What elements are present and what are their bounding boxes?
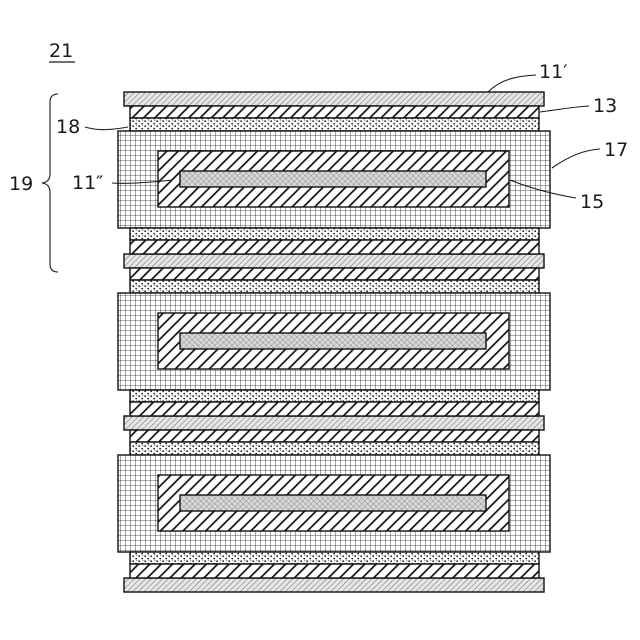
label-18: 18 <box>56 116 80 138</box>
layer-13-upper <box>130 106 539 118</box>
label-17: 17 <box>604 139 628 161</box>
layer-18-upper <box>130 118 539 131</box>
layer-13-lower <box>130 240 539 254</box>
foil-plate-11-prime <box>124 416 544 430</box>
foil-plate-11-prime <box>124 92 544 106</box>
label-11-prime: 11′ <box>539 61 568 83</box>
layer-18-lower <box>130 228 539 240</box>
layer-13-upper <box>130 430 539 442</box>
layer-18-upper <box>130 280 539 293</box>
stack-layers <box>118 92 550 592</box>
foil-11-double-prime <box>180 333 486 349</box>
label-15: 15 <box>580 191 604 213</box>
leader-18 <box>85 127 128 130</box>
layer-13-lower <box>130 402 539 416</box>
label-11-double-prime: 11″ <box>72 172 103 194</box>
layer-18-upper <box>130 442 539 455</box>
layer-18-lower <box>130 390 539 402</box>
layer-18-lower <box>130 552 539 564</box>
foil-11-double-prime <box>180 495 486 511</box>
label-19: 19 <box>9 173 33 195</box>
layer-13-lower <box>130 564 539 578</box>
leader-11-prime <box>488 75 536 92</box>
figure-number: 21 <box>49 40 73 62</box>
foil-plate-11-prime <box>124 254 544 268</box>
leader-13 <box>540 106 589 112</box>
foil-plate-11-prime <box>124 578 544 592</box>
label-13: 13 <box>593 95 617 117</box>
foil-11-double-prime <box>180 171 486 187</box>
layer-13-upper <box>130 268 539 280</box>
leader-17 <box>552 149 600 168</box>
